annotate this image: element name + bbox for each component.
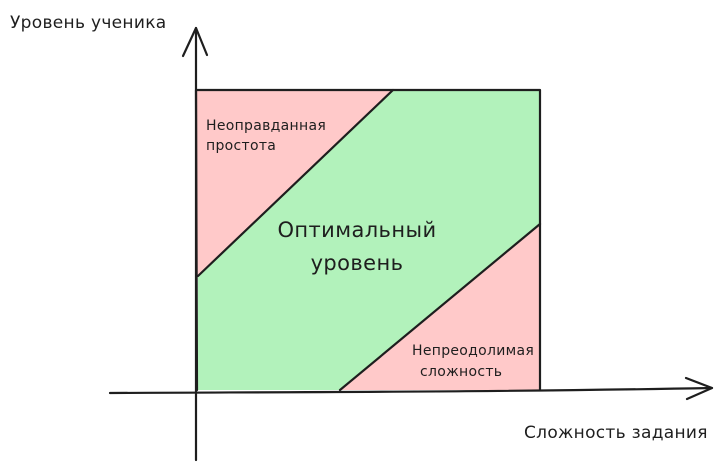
- x-axis-arrowhead: [684, 376, 714, 401]
- x-axis-label: Сложность задания: [524, 423, 708, 443]
- zone-unjustified-simplicity-label-line2: простота: [206, 138, 276, 154]
- zone-optimal-level: [198, 90, 540, 390]
- lower-boundary-line: [338, 222, 542, 392]
- zone-optimal-level-label-line2: уровень: [311, 251, 404, 275]
- y-axis-arrowhead: [181, 26, 209, 58]
- zone-insurmountable-difficulty-label-line2: сложность: [420, 364, 502, 380]
- x-axis: [108, 386, 714, 395]
- zone-unjustified-simplicity-label-line1: Неоправданная: [206, 118, 326, 134]
- zone-optimal-level-label-line1: Оптимальный: [277, 218, 436, 242]
- zone-insurmountable-difficulty-label-line1: Непреодолимая: [412, 343, 534, 359]
- y-axis-label: Уровень ученика: [10, 13, 166, 33]
- upper-boundary-line: [196, 88, 395, 278]
